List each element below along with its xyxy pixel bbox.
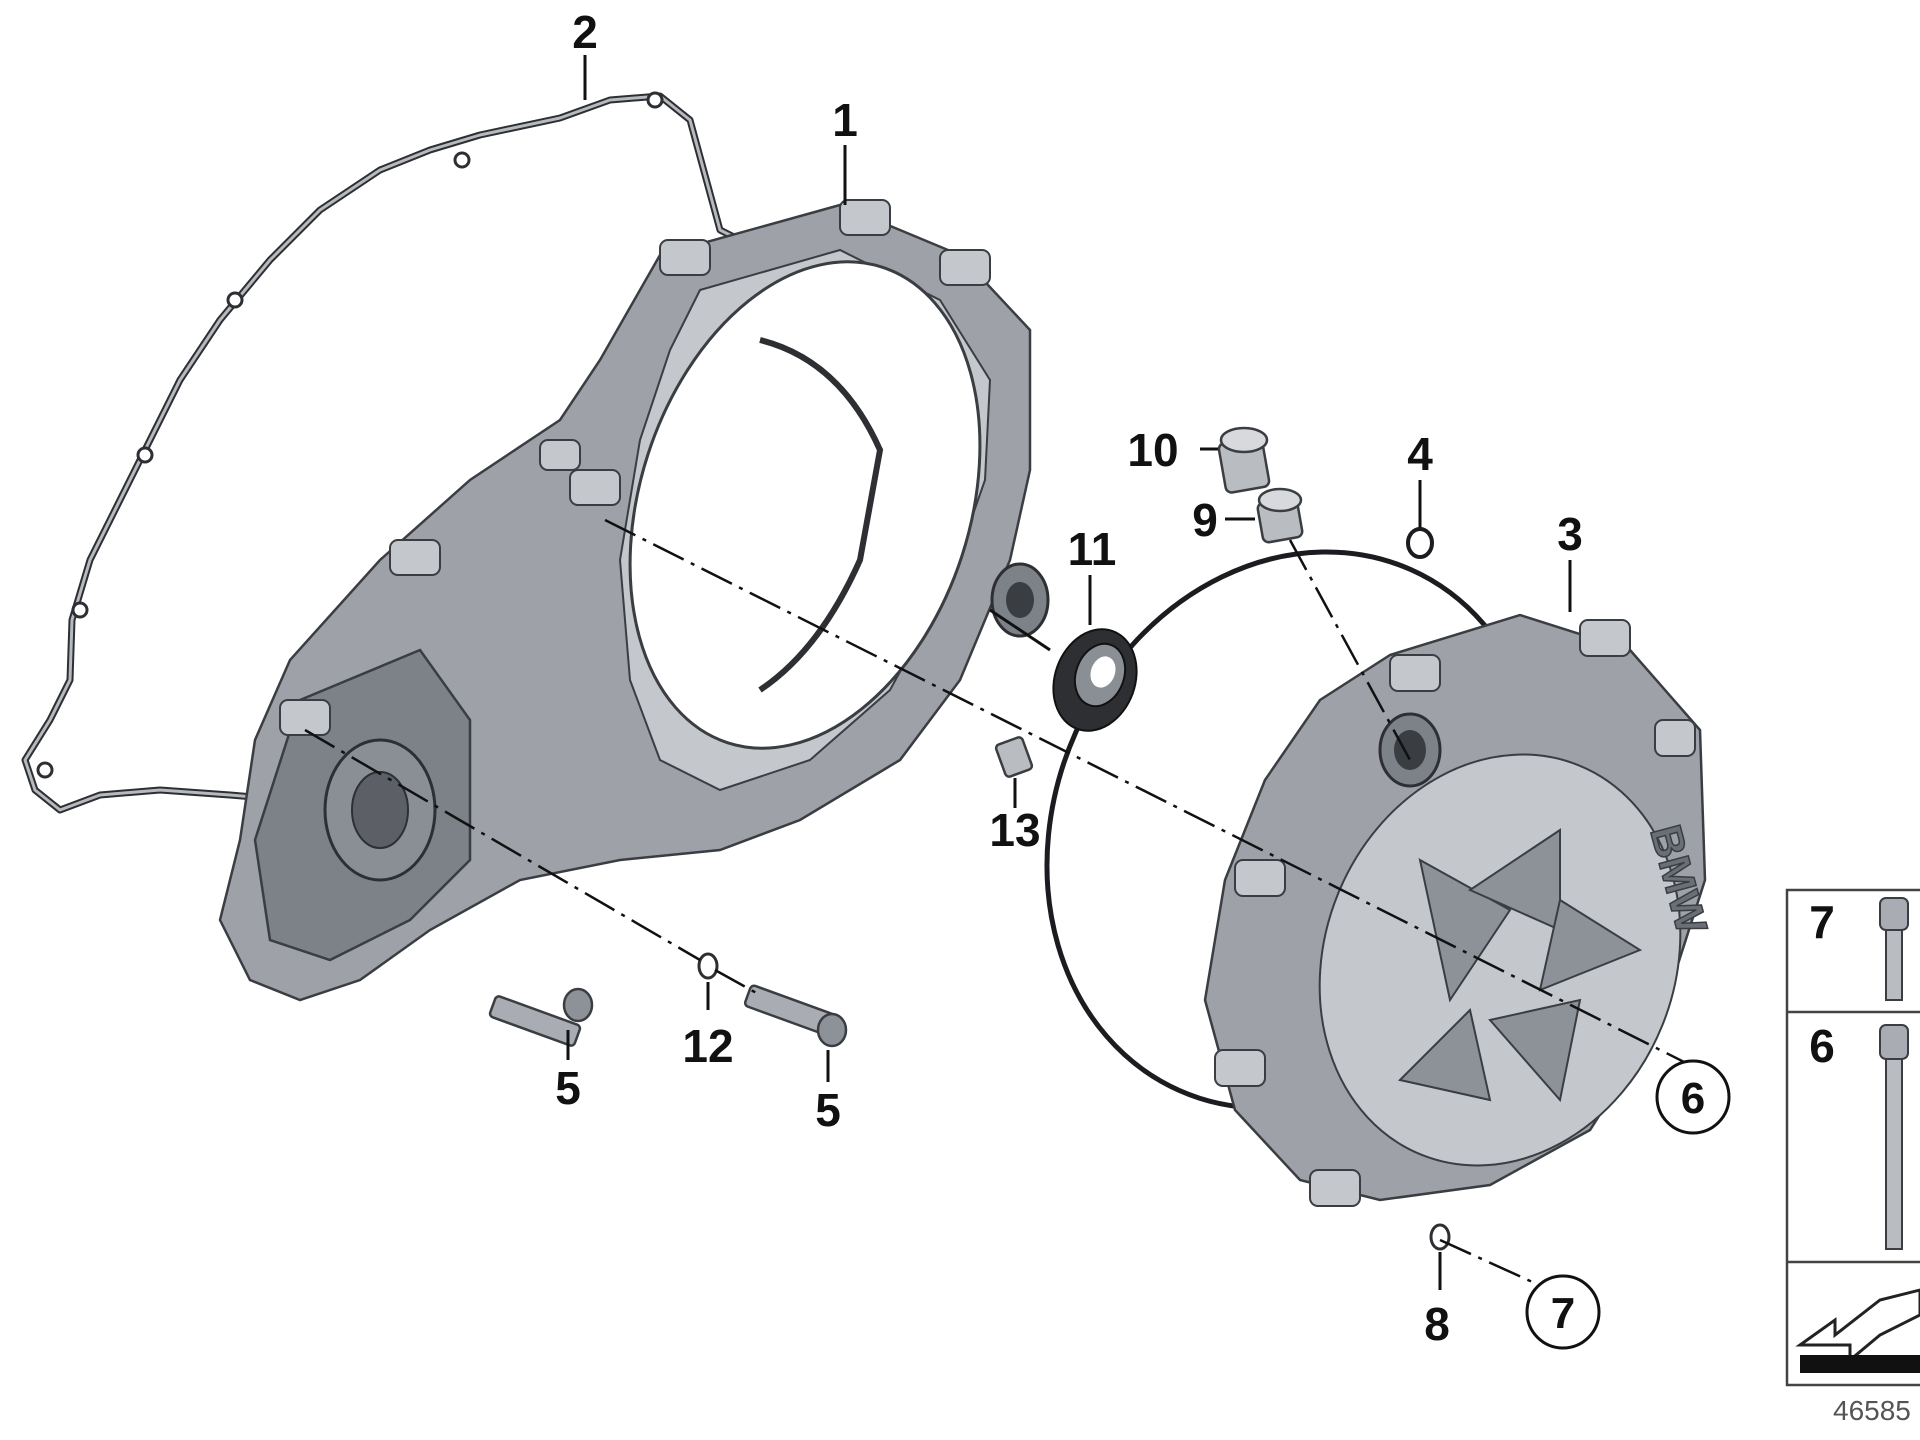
- callout-5-right: 5: [815, 1084, 841, 1136]
- callout-4: 4: [1407, 428, 1433, 480]
- callout-5-left: 5: [555, 1062, 581, 1114]
- callout-1: 1: [832, 94, 858, 146]
- circled-callout-7: 7: [1525, 1274, 1601, 1350]
- legend-label-6: 6: [1809, 1020, 1835, 1072]
- callout-6: 6: [1681, 1074, 1705, 1123]
- legend-direction-arrow-icon: [1795, 1288, 1920, 1373]
- callout-3: 3: [1557, 508, 1583, 560]
- dowel-pin-part-13: [994, 736, 1034, 778]
- callout-11: 11: [1068, 523, 1117, 575]
- callout-10: 10: [1127, 424, 1178, 476]
- ring-tab-part-4: [1406, 527, 1434, 559]
- legend-long-bolt-icon: [1879, 1024, 1909, 1250]
- bolt-part-5-left: [488, 987, 594, 1047]
- clutch-cover-part-3: BMW: [1203, 613, 1717, 1207]
- callout-13: 13: [989, 804, 1040, 856]
- sleeve-part-10: [1217, 426, 1271, 494]
- callout-7: 7: [1551, 1289, 1575, 1338]
- callout-8: 8: [1424, 1298, 1450, 1350]
- callout-9: 9: [1192, 494, 1218, 546]
- diagram-reference-number: 46585: [1833, 1395, 1911, 1426]
- fastener-legend: 7 6: [1785, 888, 1920, 1387]
- washer-part-8: [1429, 1223, 1451, 1251]
- callout-2: 2: [572, 6, 598, 58]
- leader-lines: [566, 55, 1572, 1290]
- circled-callout-6: 6: [1655, 1059, 1731, 1135]
- legend-short-bolt-icon: [1879, 897, 1909, 1001]
- bolt-part-5-right: [743, 984, 848, 1048]
- shaft-seal-part-11: [1052, 628, 1138, 732]
- callout-labels: 1 2 3 4 5 5 8 9 10 11 12 13: [555, 6, 1583, 1350]
- sleeve-part-9: [1256, 487, 1304, 544]
- legend-label-7: 7: [1809, 896, 1835, 948]
- cover-housing-part-1: [218, 199, 1050, 1002]
- assembly-axis-lines: [304, 518, 1721, 1292]
- washer-part-12: [697, 952, 719, 980]
- callout-12: 12: [682, 1020, 733, 1072]
